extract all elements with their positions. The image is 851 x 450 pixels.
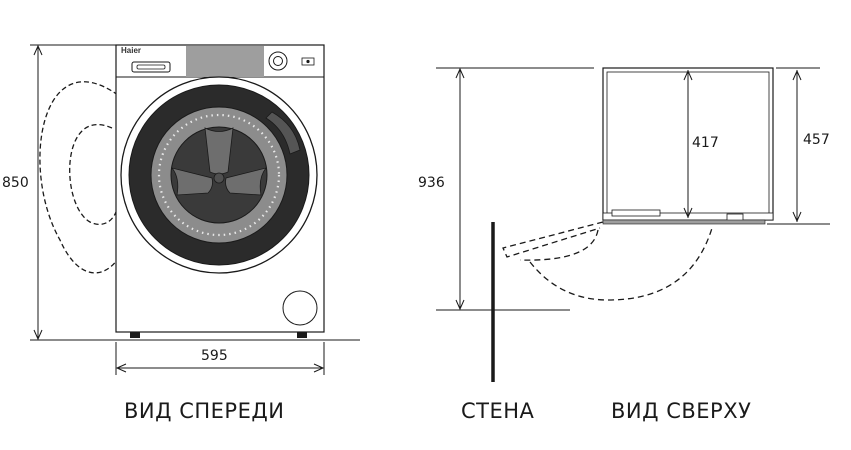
detergent-drawer xyxy=(131,61,171,73)
top-view: 936 417 457 ВИД СВЕРХ xyxy=(418,67,830,423)
top-inner-depth-label: 417 xyxy=(692,135,719,151)
drum-paddles xyxy=(170,127,268,196)
front-view: 850 Haier xyxy=(2,44,360,423)
open-door-outline xyxy=(39,81,125,274)
top-total-depth-dimension xyxy=(436,67,594,311)
left-foot xyxy=(130,332,140,338)
wall-caption: СТЕНА xyxy=(461,399,535,423)
program-knob-center xyxy=(273,56,283,66)
top-drawer-edge xyxy=(611,209,661,217)
top-total-depth-label: 936 xyxy=(418,175,445,191)
front-view-caption: ВИД СПЕРЕДИ xyxy=(124,399,284,423)
brand-logo: Haier xyxy=(121,46,141,55)
front-height-label: 850 xyxy=(2,175,29,191)
top-open-door-outline xyxy=(502,221,713,301)
top-view-caption: ВИД СВЕРХУ xyxy=(611,399,751,423)
right-foot xyxy=(297,332,307,338)
top-base-edge xyxy=(602,219,766,225)
top-body-depth-label: 457 xyxy=(803,132,830,148)
drum-holes-ring xyxy=(157,113,281,237)
display-panel xyxy=(186,46,264,77)
front-width-dimension xyxy=(115,342,325,375)
door-handle xyxy=(265,111,301,155)
drum-hub xyxy=(213,172,225,184)
program-knob xyxy=(268,51,288,71)
top-body-depth-dimension xyxy=(767,67,830,225)
front-height-dimension xyxy=(30,44,360,341)
filter-cover xyxy=(282,290,318,326)
top-inner-depth-dimension xyxy=(683,69,693,219)
front-width-label: 595 xyxy=(201,348,228,364)
wall: СТЕНА xyxy=(461,222,535,423)
power-button-icon xyxy=(301,57,315,66)
power-dot-icon xyxy=(306,59,310,64)
drawer-handle xyxy=(136,64,166,70)
